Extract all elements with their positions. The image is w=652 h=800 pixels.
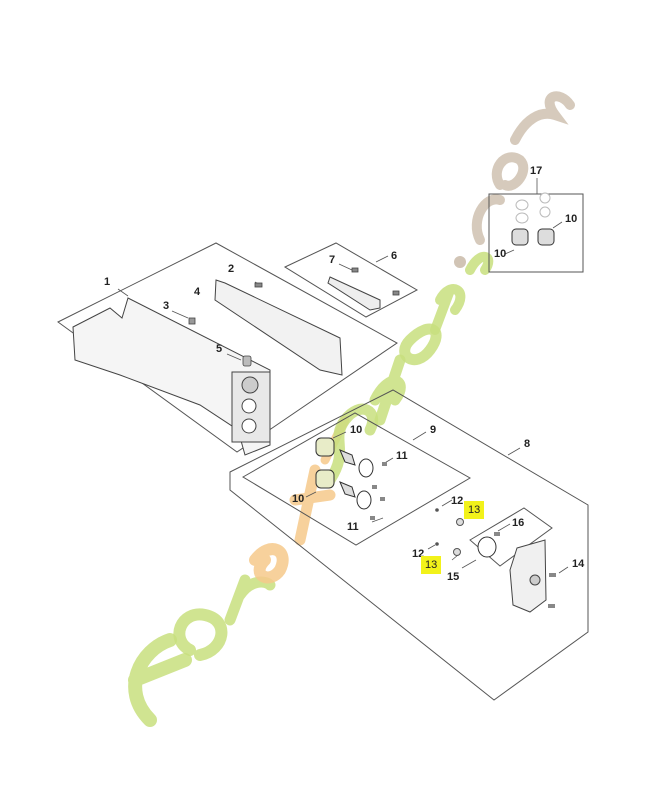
bushings-box-9 [315,437,374,510]
part-label-13-highlighted[interactable]: 13 [421,556,442,574]
bracket-part [327,276,381,311]
part-label-1[interactable]: 1 [104,276,111,288]
kit-box-6 [283,242,419,318]
bushing-ghost-parts [515,192,551,224]
clamp-part [477,536,497,558]
part-label-3[interactable]: 3 [163,300,170,312]
main-housing-part [72,297,271,456]
part-label-5[interactable]: 5 [216,343,223,355]
cover-part [214,279,343,376]
part-label-13-highlighted[interactable]: 13 [464,501,485,519]
handle-part [509,539,547,613]
part-label-10[interactable]: 10 [565,213,578,225]
bushing-parts-10 [511,228,555,246]
part-label-7[interactable]: 7 [329,254,336,266]
part-label-10[interactable]: 10 [494,248,507,260]
part-label-16[interactable]: 16 [512,517,525,529]
part-label-6[interactable]: 6 [391,250,398,262]
kit-box-9 [242,412,472,546]
part-label-2[interactable]: 2 [228,263,235,275]
part-label-8[interactable]: 8 [524,438,531,450]
part-label-12[interactable]: 12 [451,495,464,507]
kit-box-17 [488,193,584,273]
kit-box-1 [57,242,398,453]
part-label-10[interactable]: 10 [350,424,363,436]
kit-box-8 [229,389,589,701]
part-label-14[interactable]: 14 [572,558,585,570]
part-label-15[interactable]: 15 [447,571,460,583]
watermark-graphic [128,91,575,727]
part-label-10[interactable]: 10 [292,493,305,505]
part-label-4[interactable]: 4 [194,286,201,298]
part-label-9[interactable]: 9 [430,424,437,436]
part-label-17[interactable]: 17 [530,165,543,177]
kit-box-15 [469,507,553,567]
part-label-11[interactable]: 11 [396,450,408,462]
part-label-11[interactable]: 11 [347,521,359,533]
